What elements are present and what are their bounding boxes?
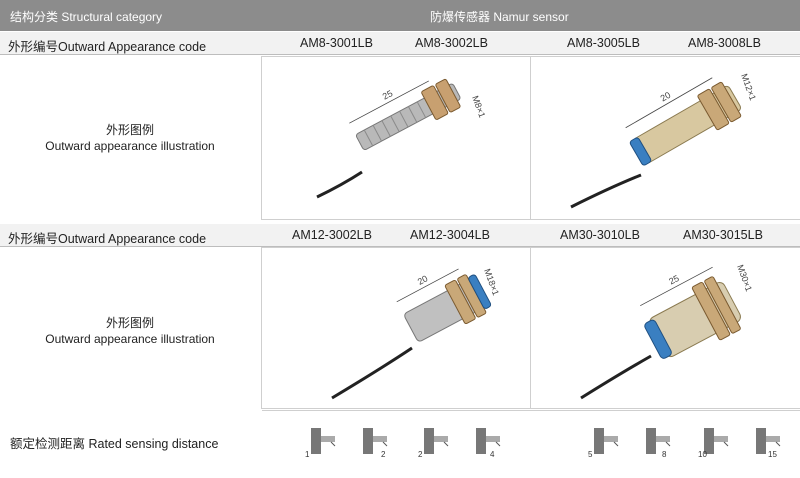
rated-distance-label: 额定检测距离 Rated sensing distance [10,437,219,451]
sensing-distance-icon: 5 [588,422,628,462]
sensor-panel-am30-m30: 25 M30×1 [530,247,800,409]
illustration-label-cn: 外形图例 [105,316,154,330]
appearance-code-row-2: 外形编号Outward Appearance code AM12-3002LB … [0,224,800,247]
length-dimension: 25 [667,273,681,287]
namur-sensor-label: 防爆传感器 Namur sensor [430,10,569,24]
footer-divider [262,410,800,411]
model-code: AM8-3005LB [567,36,640,50]
sensing-distance-icon: 2 [357,422,397,462]
sensor-illustration: 25 M30×1 [580,263,754,400]
illustration-label-cn: 外形图例 [105,123,154,137]
sensing-distance-icon: 15 [750,422,790,462]
model-code: AM12-3002LB [292,228,372,242]
sensor-illustration: 20 M12×1 [570,72,758,209]
illustration-label-en: Outward appearance illustration [45,332,215,346]
appearance-code-label: 外形编号Outward Appearance code [8,232,207,246]
thread-dimension: M12×1 [739,72,758,102]
thread-dimension: M30×1 [735,263,754,293]
model-code: AM30-3015LB [683,228,763,242]
sensing-distance-icon: 10 [698,422,738,462]
model-code: AM8-3002LB [415,36,488,50]
illustration-label-en: Outward appearance illustration [45,139,215,153]
sensor-panel-am8-m12: 20 M12×1 [530,56,800,220]
model-code: AM12-3004LB [410,228,490,242]
illustration-label: 外形图例 Outward appearance illustration [0,122,260,154]
appearance-code-row-1: 外形编号Outward Appearance code AM8-3001LB A… [0,32,800,55]
sensing-distance-icon: 4 [470,422,510,462]
model-code: AM8-3001LB [300,36,373,50]
length-dimension: 25 [381,88,395,102]
sensing-distance-icon: 8 [640,422,680,462]
sensing-distance-icon: 1 [305,422,345,462]
sensor-illustration: 25 M8×1 [316,78,487,199]
table-header: 结构分类 Structural category 防爆传感器 Namur sen… [0,0,800,31]
length-dimension: 20 [416,273,430,287]
thread-dimension: M8×1 [470,94,487,119]
model-code: AM8-3008LB [688,36,761,50]
sensor-panel-am8-m8: 25 M8×1 [261,56,531,220]
sensor-illustration: 20 M18×1 [331,267,501,400]
length-dimension: 20 [659,90,673,104]
illustration-label: 外形图例 Outward appearance illustration [0,315,260,347]
sensor-panel-am12-m18: 20 M18×1 [261,247,531,409]
structural-category-label: 结构分类 Structural category [10,10,163,24]
sensing-distance-icon: 2 [418,422,458,462]
model-code: AM30-3010LB [560,228,640,242]
appearance-code-label: 外形编号Outward Appearance code [8,40,207,54]
